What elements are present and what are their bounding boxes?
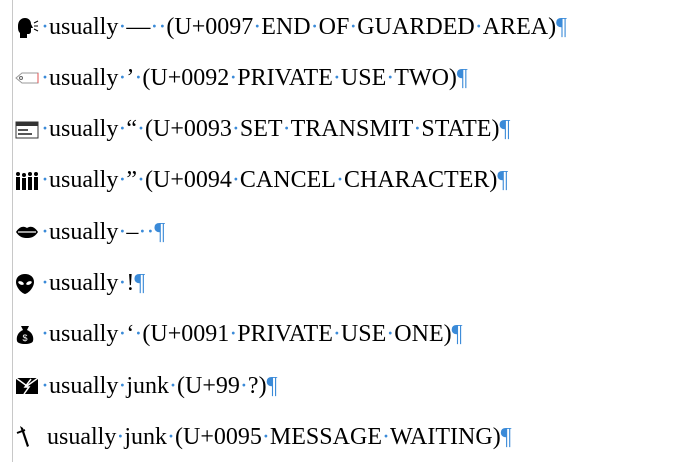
paragraph-line[interactable]: ·usually·—··(U+0097·END·OF·GUARDED·AREA)… — [15, 12, 567, 42]
paragraph-text: ·usually·! — [41, 270, 135, 296]
pilcrow-mark: ¶ — [556, 13, 567, 40]
pilcrow-mark: ¶ — [497, 167, 509, 194]
paragraph-line[interactable]: $ ·usually·‘·(U+0091·PRIVATE·USE·ONE)¶ — [15, 320, 462, 350]
pilcrow-mark: ¶ — [134, 270, 146, 296]
paragraph-text: ·usually·—··(U+0097·END·OF·GUARDED·AREA) — [41, 13, 557, 40]
pilcrow-mark: ¶ — [456, 64, 468, 91]
paragraph-text: ·usually·“·(U+0093·SET·TRANSMIT·STATE) — [41, 116, 500, 143]
paragraph-text: ·usually·–·· — [41, 218, 155, 245]
pilcrow-mark: ¶ — [500, 423, 512, 450]
paragraph-text: usually·junk·(U+0095·MESSAGE·WAITING) — [47, 423, 501, 450]
pilcrow-mark: ¶ — [266, 372, 278, 399]
paragraph-line[interactable]: ·usually·junk·(U+99·?)¶ — [15, 371, 277, 401]
alien-icon — [15, 272, 41, 296]
family-icon — [15, 169, 41, 193]
speaking-head-icon — [15, 15, 41, 39]
paragraph-text: ·usually·‘·(U+0091·PRIVATE·USE·ONE) — [41, 321, 452, 348]
svg-text:$: $ — [22, 333, 27, 343]
money-bag-icon: $ — [15, 323, 41, 347]
lips-icon — [15, 220, 41, 244]
pilcrow-mark: ¶ — [154, 218, 166, 245]
dagger-icon — [15, 425, 41, 449]
label-tag-icon — [15, 66, 41, 90]
paragraph-line[interactable]: ·usually·“·(U+0093·SET·TRANSMIT·STATE)¶ — [15, 115, 510, 145]
paragraph-text: ·usually·’·(U+0092·PRIVATE·USE·TWO) — [41, 64, 457, 91]
paragraph-line[interactable]: ·usually·”·(U+0094·CANCEL·CHARACTER)¶ — [15, 166, 508, 196]
paragraph-text: ·usually·”·(U+0094·CANCEL·CHARACTER) — [41, 167, 498, 194]
id-card-icon — [15, 118, 41, 142]
paragraph-line[interactable]: usually·junk·(U+0095·MESSAGE·WAITING)¶ — [15, 422, 512, 452]
envelope-lightning-icon — [15, 374, 41, 398]
paragraph-line[interactable]: ·usually·–··¶ — [15, 217, 165, 247]
pilcrow-mark: ¶ — [499, 116, 511, 143]
page-margin-line — [12, 0, 13, 462]
paragraph-line[interactable]: ·usually·’·(U+0092·PRIVATE·USE·TWO)¶ — [15, 63, 468, 93]
pilcrow-mark: ¶ — [451, 321, 463, 348]
paragraph-line[interactable]: ·usually·!¶ — [15, 269, 145, 299]
paragraph-text: ·usually·junk·(U+99·?) — [41, 372, 267, 399]
